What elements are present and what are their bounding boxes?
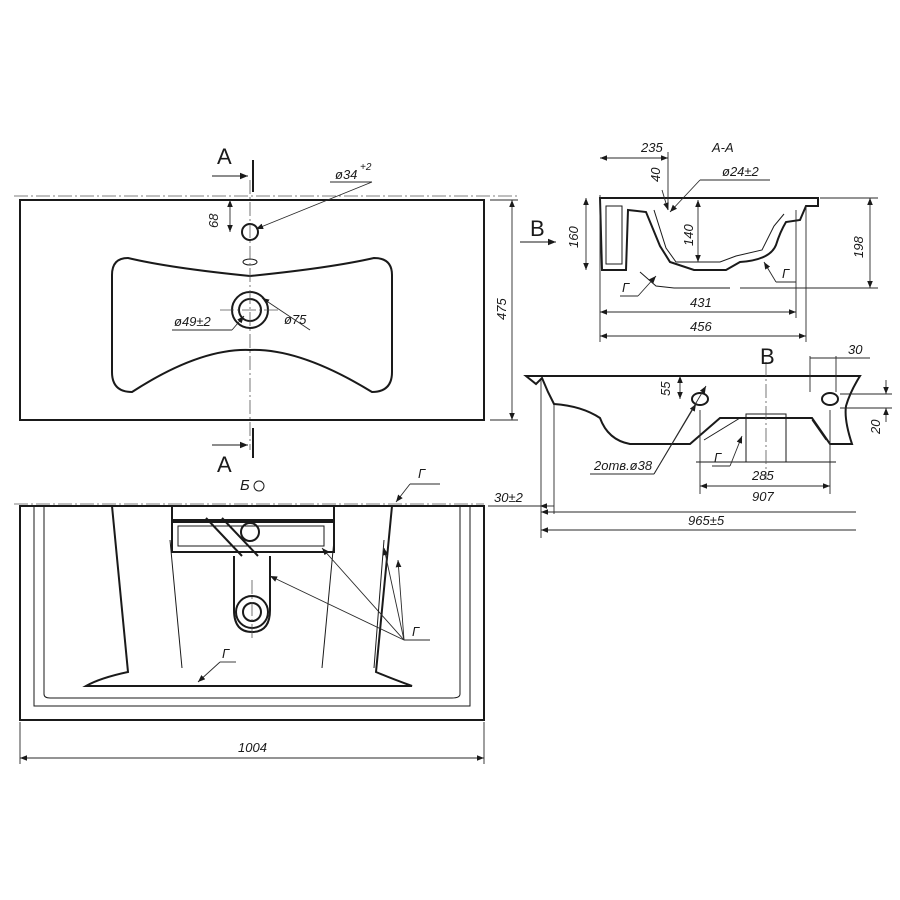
dim-68: 68 (206, 213, 221, 228)
view-bb-letter: Б (240, 477, 250, 494)
dim-20: 20 (868, 419, 883, 435)
section-title: A-A (711, 140, 734, 155)
dim-40: 40 (648, 167, 663, 182)
side-hole-left (691, 392, 709, 406)
section-mark-top: A (217, 144, 232, 169)
label-d34-tol: +2 (360, 162, 372, 173)
dim-198: 198 (851, 236, 866, 258)
dim-907: 907 (752, 489, 774, 504)
section-profile (598, 197, 819, 271)
label-g-bottom-2: Г (412, 624, 420, 639)
dim-30pm2: 30±2 (494, 490, 524, 505)
section-mark-bottom: A (217, 452, 232, 477)
side-view: B 30 55 20 2отв.ø38 Г 285 907 965±5 30±2 (488, 342, 892, 538)
dim-475: 475 (494, 298, 509, 320)
dim-285: 285 (751, 468, 774, 483)
view-b-label: B (760, 344, 775, 369)
dim-235: 235 (640, 140, 663, 155)
bowl-outline-top (111, 256, 393, 394)
label-g-section-1: Г (622, 280, 630, 295)
section-view: 235 A-A 40 ø24±2 160 140 198 431 456 Г Г… (520, 140, 878, 342)
label-d75: ø75 (284, 312, 307, 327)
dim-1004: 1004 (238, 740, 267, 755)
label-holes: 2отв.ø38 (593, 458, 653, 473)
dim-965: 965±5 (688, 513, 725, 528)
label-d24: ø24±2 (722, 164, 760, 179)
side-profile (523, 375, 862, 445)
dim-456: 456 (690, 319, 712, 334)
dim-140: 140 (681, 224, 696, 246)
label-d34: ø34 (335, 167, 357, 182)
label-g-bottom-1: Г (418, 466, 426, 481)
side-hole-right (821, 392, 839, 406)
label-g-section-2: Г (782, 266, 790, 281)
bottom-view: Б Г Г Г 1004 (14, 466, 485, 764)
top-view: A A 68 475 ø34 +2 ø49±2 ø75 (14, 144, 520, 477)
label-g-side: Г (714, 450, 722, 465)
dim-55: 55 (658, 381, 673, 396)
basin-outline-top (19, 199, 485, 421)
dim-431: 431 (690, 295, 712, 310)
view-b-marker: B (530, 216, 545, 241)
dim-160: 160 (566, 226, 581, 248)
label-g-bottom-3: Г (222, 646, 230, 661)
dim-30: 30 (848, 342, 863, 357)
label-d49: ø49±2 (174, 314, 212, 329)
